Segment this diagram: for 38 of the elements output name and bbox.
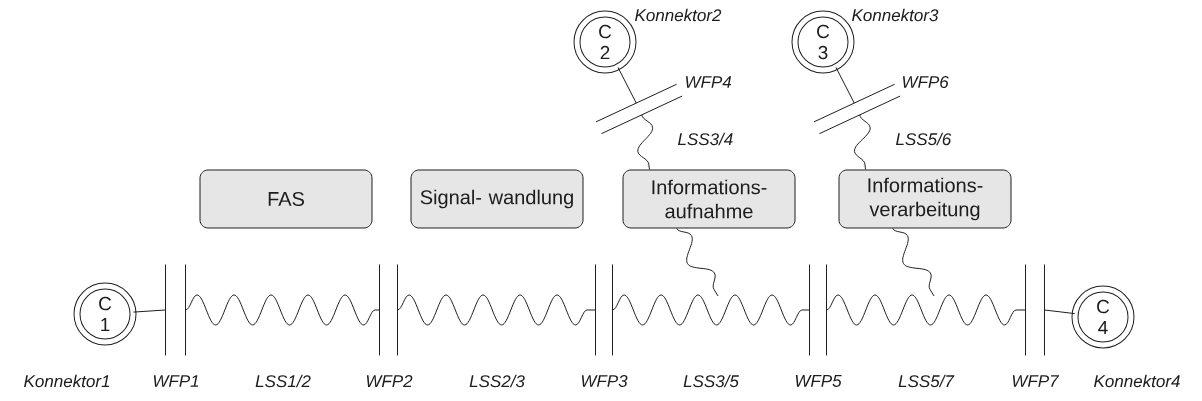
connector-label: WFP6 bbox=[903, 75, 949, 88]
connector-label: WFP7 bbox=[1012, 375, 1060, 387]
edge-label: LSS5/6 bbox=[896, 132, 952, 146]
connector-label: WFP3 bbox=[581, 374, 628, 387]
process-box: FAS bbox=[199, 169, 373, 229]
process-box: Informations- verarbeitung bbox=[838, 169, 1012, 229]
connector-label: Konnektor3 bbox=[852, 8, 939, 22]
connector-label: WFP1 bbox=[153, 375, 199, 387]
spring-line bbox=[826, 294, 1026, 326]
spring-line bbox=[854, 114, 871, 170]
connector-line bbox=[1044, 309, 1076, 315]
spring-line bbox=[185, 294, 380, 326]
connector-label: Konnektor1 bbox=[24, 374, 110, 388]
edge-label: LSS3/5 bbox=[683, 374, 739, 388]
connector-line bbox=[617, 66, 637, 104]
edge-label: LSS5/7 bbox=[898, 374, 955, 388]
connector-label: Konnektor2 bbox=[635, 8, 722, 22]
spring-line bbox=[397, 294, 596, 326]
interface-lines bbox=[379, 264, 398, 356]
edge-label: LSS3/4 bbox=[678, 132, 733, 146]
connector-label: Konnektor4 bbox=[1094, 374, 1180, 388]
interface-lines bbox=[809, 264, 827, 356]
process-box: Signal- wandlung bbox=[410, 169, 584, 229]
process-box: Informations- aufnahme bbox=[622, 169, 796, 229]
edge-label: LSS1/2 bbox=[255, 374, 311, 388]
spring-line bbox=[637, 114, 654, 170]
connector-label: WFP4 bbox=[686, 76, 732, 88]
spring-line bbox=[612, 294, 810, 326]
interface-lines bbox=[1025, 264, 1045, 356]
spring-line bbox=[892, 228, 935, 297]
connector-label: WFP5 bbox=[795, 375, 842, 387]
interface-lines bbox=[595, 264, 613, 356]
connector-line bbox=[835, 66, 855, 104]
connector-label: WFP2 bbox=[366, 375, 413, 387]
edge-label: LSS2/3 bbox=[469, 374, 525, 388]
connector-line bbox=[132, 309, 166, 313]
spring-line bbox=[676, 228, 719, 297]
interface-lines bbox=[165, 264, 186, 356]
